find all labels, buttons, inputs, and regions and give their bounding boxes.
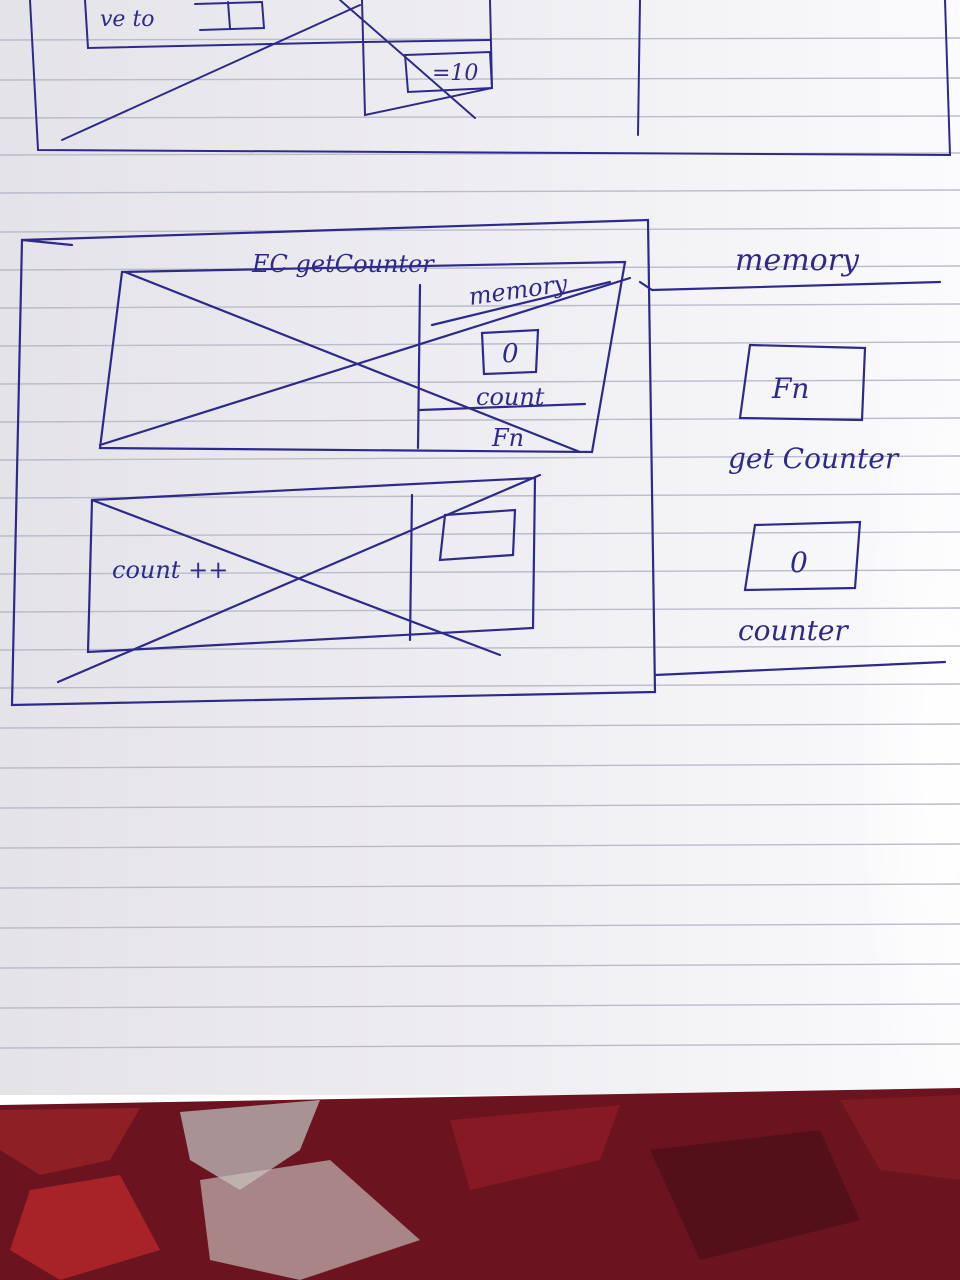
ruled-lines	[0, 37, 960, 1049]
fabric-background	[0, 1088, 960, 1280]
execution-context-box	[10, 218, 657, 707]
previous-sketch-value: =10	[432, 61, 478, 86]
memory-item-fn-label: get Counter	[728, 442, 900, 475]
memory-panel	[638, 280, 947, 677]
memory-item-counter-label: counter	[738, 614, 849, 647]
body-statement: count ++	[112, 556, 228, 584]
memory-item-fn-value: Fn	[771, 372, 809, 405]
previous-sketch	[29, 0, 952, 157]
memory-item-counter-box	[743, 520, 862, 592]
inner-var-label: count	[476, 383, 545, 411]
light-glare	[760, 220, 960, 1080]
execution-context-title: EC getCounter	[251, 250, 435, 278]
inner-memory-value: 0	[502, 339, 519, 369]
inner-fn-label: Fn	[491, 424, 524, 452]
previous-sketch-label-top: ve to	[100, 7, 155, 32]
memory-item-counter-value: 0	[790, 546, 808, 579]
memory-item-fn-box	[738, 343, 867, 422]
memory-panel-heading: memory	[735, 243, 860, 278]
